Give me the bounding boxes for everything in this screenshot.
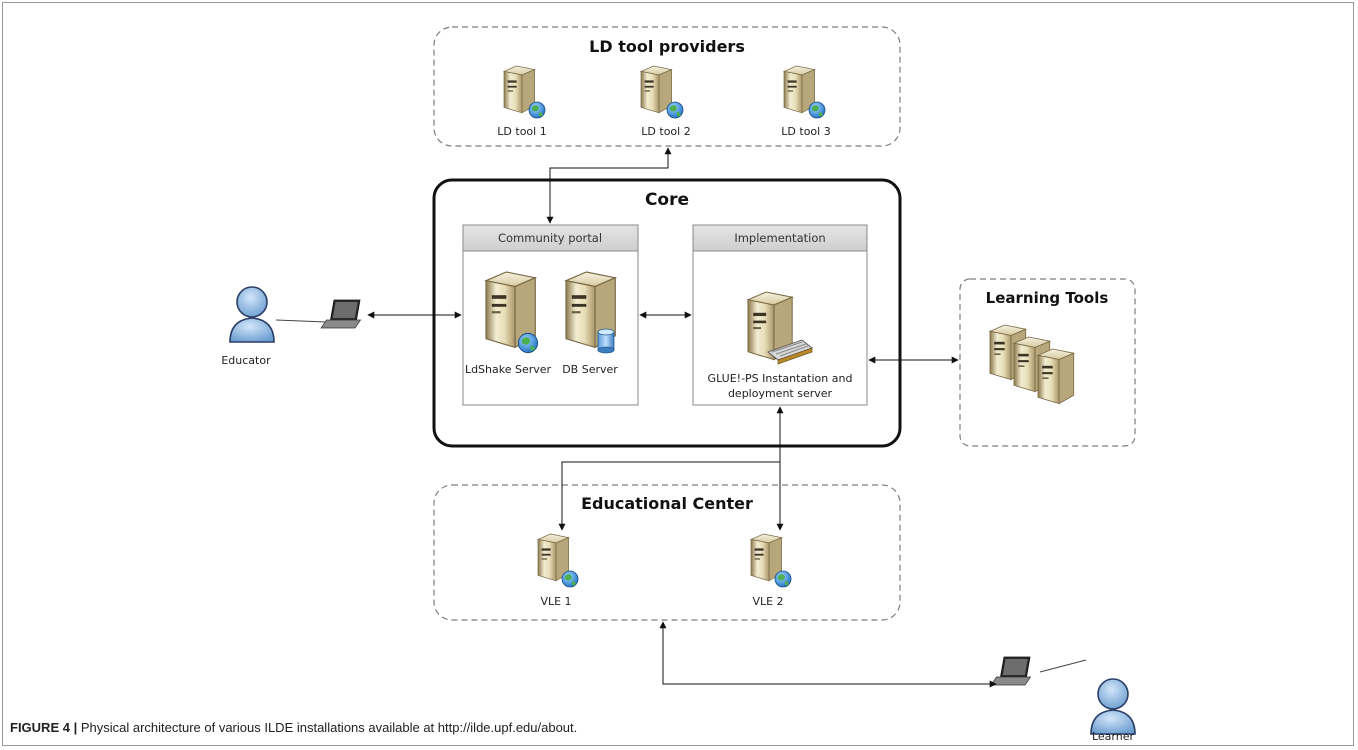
- learning-tools-box: [959, 278, 1136, 447]
- educational-center-box: [433, 484, 901, 621]
- ld-tool-providers-title: LD tool providers: [589, 37, 745, 56]
- ld-tool-providers-box: [433, 26, 901, 147]
- learner-person-icon: [1090, 678, 1136, 735]
- educator-laptop-icon: [320, 299, 365, 329]
- vle-2-label: VLE 2: [752, 595, 783, 608]
- learning-tools-servers-icon: [989, 324, 1075, 405]
- vle-1-server-icon: [537, 533, 579, 588]
- glue-server-label-line1: GLUE!-PS Instantation and: [708, 372, 853, 385]
- learner-label: Learner: [1092, 730, 1135, 743]
- ld-tool-1-server-icon: [503, 65, 546, 119]
- educator-label: Educator: [221, 354, 271, 367]
- ld-tool-2-server-icon: [640, 65, 684, 119]
- ldshake-server-icon: [485, 271, 539, 354]
- implementation-header: Implementation: [734, 231, 825, 245]
- glue-server-label-line2: deployment server: [728, 387, 833, 400]
- glue-server-icon: [747, 291, 813, 365]
- vle-1-label: VLE 1: [540, 595, 571, 608]
- connectors: [367, 147, 997, 688]
- figure-caption-text: Physical architecture of various ILDE in…: [77, 720, 578, 735]
- ld-tool-3-label: LD tool 3: [781, 125, 830, 138]
- figure-caption-label: FIGURE 4 |: [10, 720, 78, 735]
- figure-caption: FIGURE 4 | Physical architecture of vari…: [10, 720, 577, 735]
- learning-tools-title: Learning Tools: [986, 289, 1109, 307]
- learner-laptop-icon: [990, 656, 1035, 686]
- ld-tool-3-server-icon: [783, 65, 826, 119]
- educator-person-icon: [229, 286, 275, 343]
- vle-2-server-icon: [750, 533, 792, 588]
- ld-tool-2-label: LD tool 2: [641, 125, 690, 138]
- educational-center-title: Educational Center: [581, 494, 753, 513]
- ldshake-server-label: LdShake Server: [465, 363, 552, 376]
- ld-tool-1-label: LD tool 1: [497, 125, 546, 138]
- core-title: Core: [645, 190, 689, 210]
- db-server-label: DB Server: [562, 363, 618, 376]
- db-server-icon: [565, 271, 617, 354]
- community-portal-header: Community portal: [498, 231, 602, 245]
